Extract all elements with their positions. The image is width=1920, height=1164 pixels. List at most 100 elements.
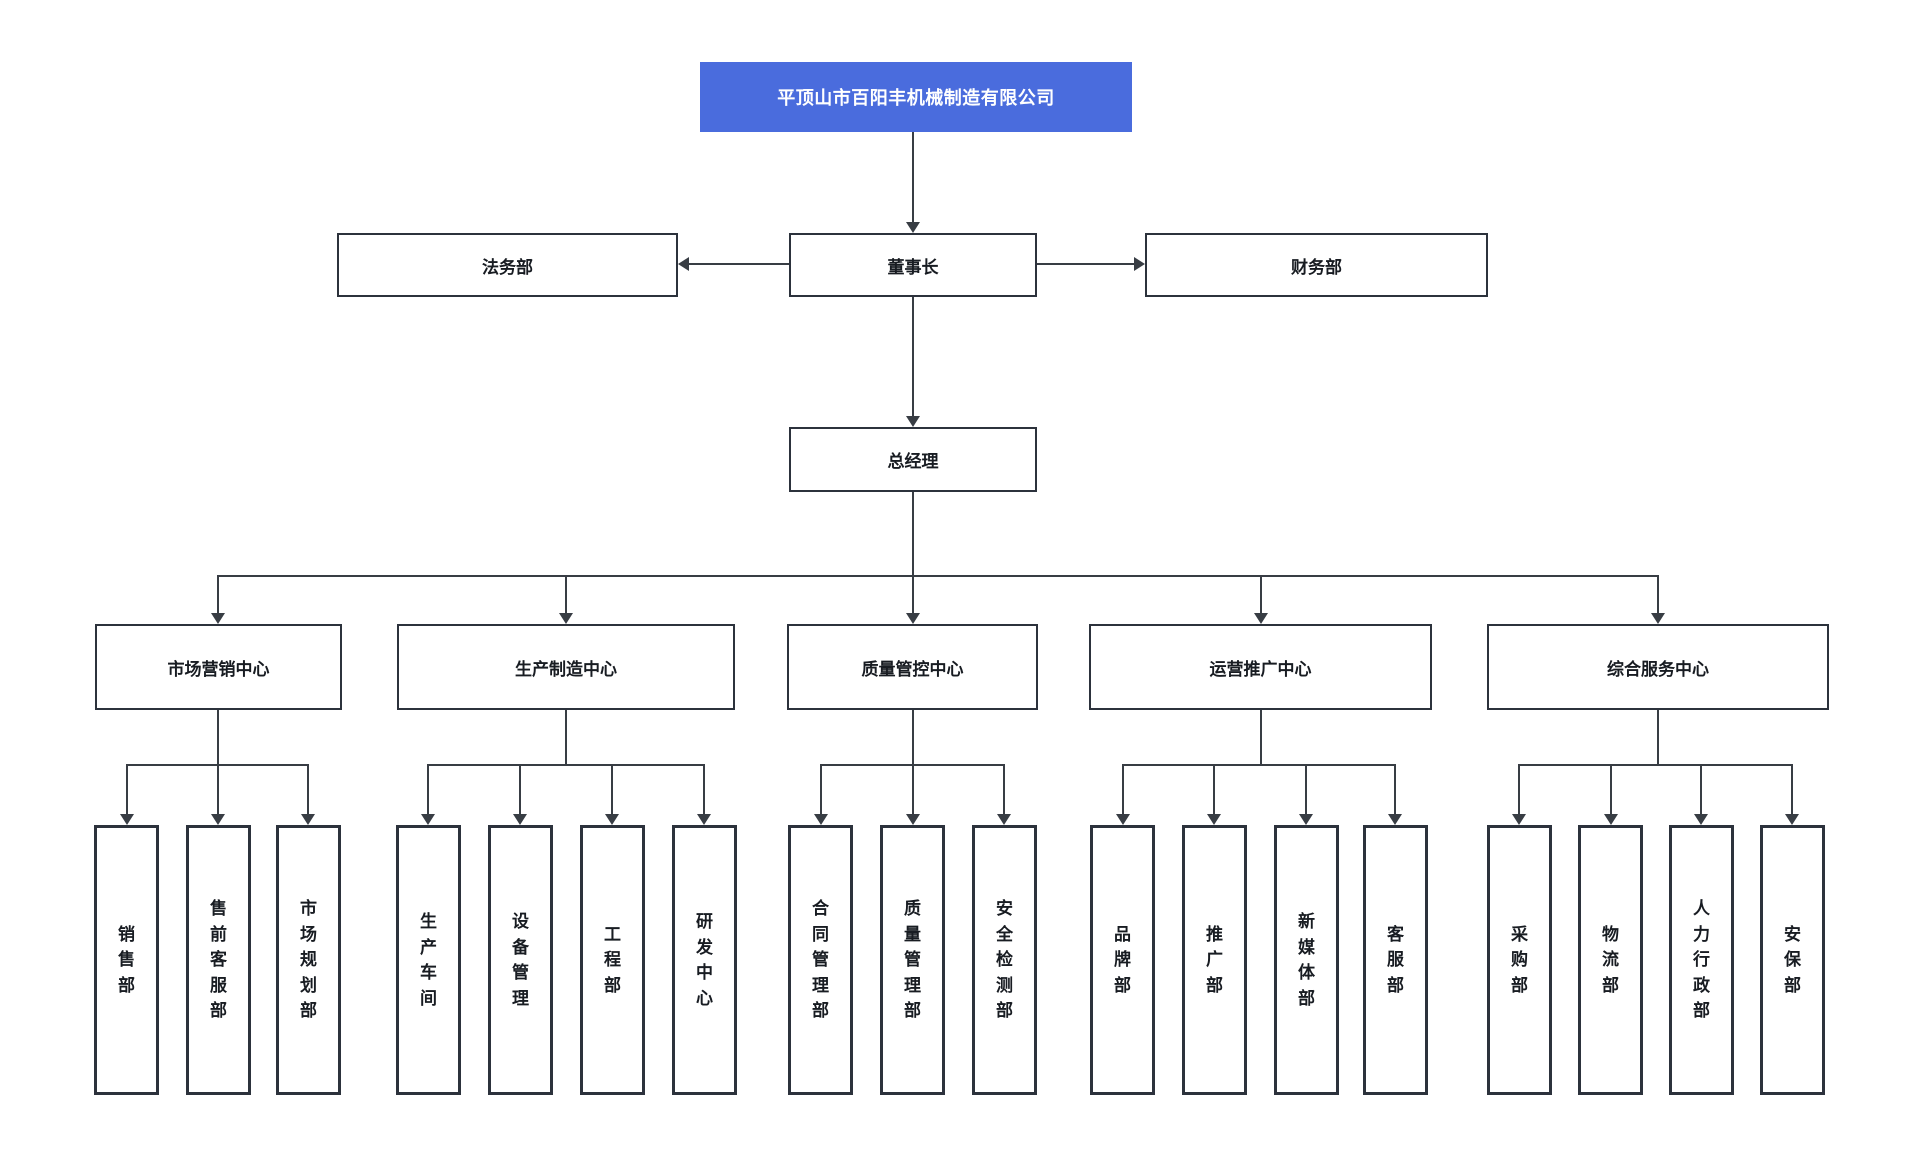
quality-center-box: 质量管控中心 <box>787 624 1038 710</box>
market-planning-dept-label: 市场规划部 <box>300 899 317 1021</box>
connector-arrowhead <box>1604 814 1618 825</box>
operations-center-label: 运营推广中心 <box>1209 659 1312 679</box>
connector-line <box>703 765 705 814</box>
hr-admin-dept-label: 人力行政部 <box>1693 899 1710 1021</box>
equipment-management-box: 设备管理 <box>488 825 553 1095</box>
connector-arrowhead <box>421 814 435 825</box>
connector-line <box>565 576 567 614</box>
connector-arrowhead <box>211 814 225 825</box>
connector-line <box>126 765 128 814</box>
services-center-label: 综合服务中心 <box>1607 659 1709 679</box>
sales-dept-box: 销售部 <box>94 825 159 1095</box>
legal-department-box: 法务部 <box>337 233 678 297</box>
connector-line <box>217 575 1659 577</box>
connector-line <box>1518 765 1520 814</box>
engineering-dept-label: 工程部 <box>604 924 621 995</box>
company-root-box: 平顶山市百阳丰机械制造有限公司 <box>700 62 1132 132</box>
connector-line <box>1003 765 1005 814</box>
connector-line <box>126 764 309 766</box>
market-planning-dept-box: 市场规划部 <box>276 825 341 1095</box>
safety-inspection-dept-box: 安全检测部 <box>972 825 1037 1095</box>
quality-center-label: 质量管控中心 <box>861 659 964 679</box>
rnd-center-box: 研发中心 <box>672 825 737 1095</box>
presales-service-dept-label: 售前客服部 <box>210 899 227 1021</box>
connector-arrowhead <box>997 814 1011 825</box>
connector-line <box>1037 263 1135 265</box>
connector-arrowhead <box>120 814 134 825</box>
safety-inspection-dept-label: 安全检测部 <box>996 899 1013 1021</box>
general-manager-label: 总经理 <box>887 452 939 471</box>
connector-line <box>912 765 914 814</box>
connector-line <box>912 132 914 223</box>
operations-center-box: 运营推广中心 <box>1089 624 1432 710</box>
connector-arrowhead <box>1694 814 1708 825</box>
sales-dept-label: 销售部 <box>118 924 135 995</box>
connector-line <box>1394 765 1396 814</box>
contract-management-dept-label: 合同管理部 <box>812 899 829 1021</box>
connector-arrowhead <box>1651 613 1665 624</box>
connector-line <box>912 710 914 766</box>
connector-line <box>1610 765 1612 814</box>
connector-arrowhead <box>678 257 689 271</box>
connector-line <box>1260 710 1262 766</box>
rnd-center-label: 研发中心 <box>696 912 713 1008</box>
connector-arrowhead <box>1388 814 1402 825</box>
new-media-dept-box: 新媒体部 <box>1274 825 1339 1095</box>
connector-arrowhead <box>211 613 225 624</box>
connector-arrowhead <box>906 222 920 233</box>
connector-arrowhead <box>513 814 527 825</box>
connector-arrowhead <box>1134 257 1145 271</box>
connector-arrowhead <box>906 814 920 825</box>
connector-arrowhead <box>301 814 315 825</box>
connector-line <box>912 576 914 614</box>
connector-line <box>565 710 567 766</box>
finance-department-label: 财务部 <box>1291 257 1342 277</box>
connector-arrowhead <box>1116 814 1130 825</box>
connector-line <box>519 765 521 814</box>
quality-management-dept-box: 质量管理部 <box>880 825 945 1095</box>
new-media-dept-label: 新媒体部 <box>1298 912 1315 1008</box>
connector-arrowhead <box>605 814 619 825</box>
connector-arrowhead <box>1299 814 1313 825</box>
chairman-box: 董事长 <box>789 233 1037 297</box>
connector-line <box>1791 765 1793 814</box>
connector-arrowhead <box>697 814 711 825</box>
quality-management-dept-label: 质量管理部 <box>904 899 921 1021</box>
connector-line <box>912 297 914 416</box>
connector-arrowhead <box>1254 613 1268 624</box>
customer-service-dept-box: 客服部 <box>1363 825 1428 1095</box>
procurement-dept-box: 采购部 <box>1487 825 1552 1095</box>
general-manager-box: 总经理 <box>789 427 1037 492</box>
brand-dept-label: 品牌部 <box>1114 924 1131 995</box>
production-workshop-label: 生产车间 <box>420 912 437 1008</box>
connector-line <box>1122 765 1124 814</box>
connector-line <box>1657 576 1659 614</box>
connector-line <box>217 576 219 614</box>
marketing-center-label: 市场营销中心 <box>167 659 270 679</box>
connector-line <box>820 765 822 814</box>
connector-line <box>307 765 309 814</box>
production-workshop-box: 生产车间 <box>396 825 461 1095</box>
connector-line <box>427 765 429 814</box>
connector-line <box>689 263 789 265</box>
company-name: 平顶山市百阳丰机械制造有限公司 <box>777 88 1055 108</box>
connector-arrowhead <box>1785 814 1799 825</box>
connector-line <box>1657 710 1659 766</box>
connector-line <box>217 710 219 766</box>
connector-line <box>1305 765 1307 814</box>
logistics-dept-label: 物流部 <box>1602 924 1619 995</box>
chairman-label: 董事长 <box>887 257 939 277</box>
connector-line <box>1213 765 1215 814</box>
connector-line <box>820 764 1005 766</box>
security-dept-label: 安保部 <box>1784 924 1801 995</box>
connector-line <box>427 764 705 766</box>
presales-service-dept-box: 售前客服部 <box>186 825 251 1095</box>
services-center-box: 综合服务中心 <box>1487 624 1829 710</box>
connector-line <box>912 492 914 578</box>
security-dept-box: 安保部 <box>1760 825 1825 1095</box>
promotion-dept-box: 推广部 <box>1182 825 1247 1095</box>
connector-line <box>217 765 219 814</box>
connector-arrowhead <box>906 613 920 624</box>
marketing-center-box: 市场营销中心 <box>95 624 342 710</box>
